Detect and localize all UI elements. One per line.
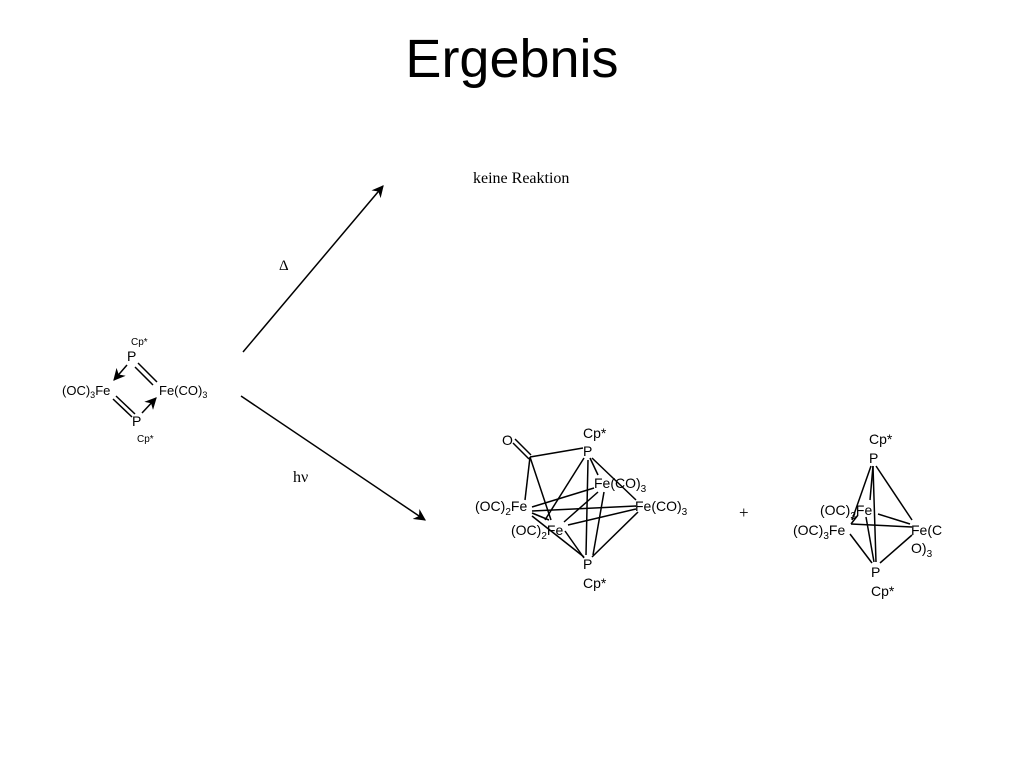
product1-fe-right: Fe(CO)3 xyxy=(635,498,688,518)
reactant-p-bottom: P xyxy=(132,413,141,429)
product1-o: O xyxy=(502,432,513,448)
product2-molecule: Cp* P (OC)3Fe (OC)3Fe Fe(C O)3 P Cp* xyxy=(793,431,942,599)
product2-fe-right-line2: O)3 xyxy=(911,540,933,560)
product1-fe-bottom: (OC)2Fe xyxy=(511,522,563,542)
plus-sign: + xyxy=(739,503,749,522)
product2-cp-top: Cp* xyxy=(869,431,893,447)
product1-cp-top: Cp* xyxy=(583,425,607,441)
product2-fe-right: Fe(C xyxy=(911,522,942,538)
product1-cp-bottom: Cp* xyxy=(583,575,607,591)
product1-fe-left: (OC)2Fe xyxy=(475,498,527,518)
product2-cp-bottom: Cp* xyxy=(871,583,895,599)
reactant-molecule: Cp* P (OC)3Fe Fe(CO)3 P Cp* xyxy=(62,337,207,445)
product2-p-bottom: P xyxy=(871,564,880,580)
arrow-heat xyxy=(242,185,384,353)
slide-title: Ergebnis xyxy=(405,29,619,89)
product2-fe-back: (OC)3Fe xyxy=(820,502,872,522)
product2-p-top: P xyxy=(869,450,878,466)
product1-p-top: P xyxy=(583,443,592,459)
product1-p-bottom: P xyxy=(583,556,592,572)
no-reaction-label: keine Reaktion xyxy=(473,170,569,187)
light-symbol: hν xyxy=(293,469,308,486)
heat-symbol: Δ xyxy=(279,258,289,274)
product1-molecule: O Cp* P Fe(CO)3 (OC)2Fe Fe(CO)3 (OC)2Fe … xyxy=(475,425,688,591)
reactant-cp-top: Cp* xyxy=(131,337,148,348)
reactant-cp-bottom: Cp* xyxy=(137,434,154,445)
product2-fe-front: (OC)3Fe xyxy=(793,522,845,542)
reactant-fe-left: (OC)3Fe xyxy=(62,383,110,400)
reactant-fe-right: Fe(CO)3 xyxy=(159,383,207,400)
reactant-p-top: P xyxy=(127,348,136,364)
arrow-light xyxy=(240,395,426,521)
